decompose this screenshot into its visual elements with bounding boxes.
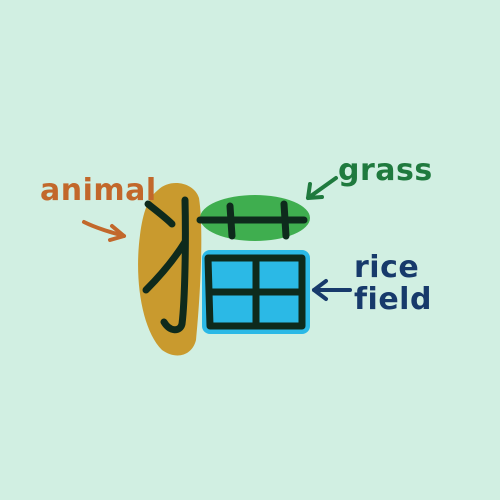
rice-field-outer-frame xyxy=(204,254,306,330)
animal-radical-stroke-hook xyxy=(160,196,189,334)
animal-arrow xyxy=(82,220,126,242)
grass-arrow xyxy=(306,176,338,200)
rice-field-label: rice field xyxy=(354,252,432,316)
animal-label: animal xyxy=(40,173,157,208)
grass-label: grass xyxy=(338,153,433,188)
rice-field-arrow xyxy=(312,279,352,301)
rice-field-label-line1: rice xyxy=(354,250,420,285)
grass-radical-right-vertical xyxy=(280,200,290,240)
animal-radical-stroke-top xyxy=(144,200,176,228)
rice-field-label-line2: field xyxy=(354,282,432,317)
grass-radical-left-vertical xyxy=(226,202,236,240)
cat-character-strokes xyxy=(142,196,308,334)
animal-radical-stroke-sweep xyxy=(142,238,189,294)
